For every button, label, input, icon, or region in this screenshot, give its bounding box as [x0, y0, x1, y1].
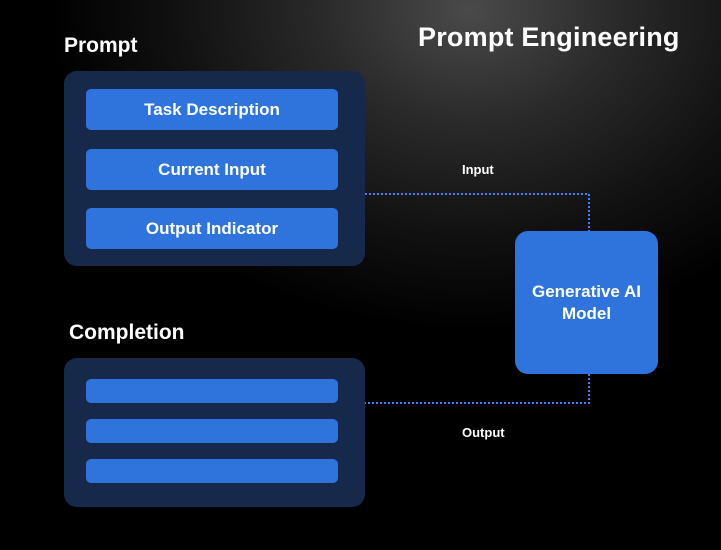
input-connector	[365, 193, 590, 231]
completion-panel	[64, 358, 365, 507]
completion-placeholder-bar	[86, 459, 338, 483]
prompt-item-output-indicator: Output Indicator	[86, 208, 338, 249]
completion-heading: Completion	[69, 321, 185, 344]
generative-ai-model-box: Generative AI Model	[515, 231, 658, 374]
prompt-item-task-description: Task Description	[86, 89, 338, 130]
completion-placeholder-bar	[86, 419, 338, 443]
input-label: Input	[462, 162, 494, 177]
output-connector	[365, 374, 590, 404]
completion-placeholder-bar	[86, 379, 338, 403]
output-label: Output	[462, 425, 505, 440]
prompt-item-current-input: Current Input	[86, 149, 338, 190]
prompt-panel: Task Description Current Input Output In…	[64, 71, 365, 266]
diagram-title: Prompt Engineering	[418, 22, 680, 52]
model-label: Generative AI Model	[532, 281, 641, 323]
prompt-heading: Prompt	[64, 34, 138, 57]
